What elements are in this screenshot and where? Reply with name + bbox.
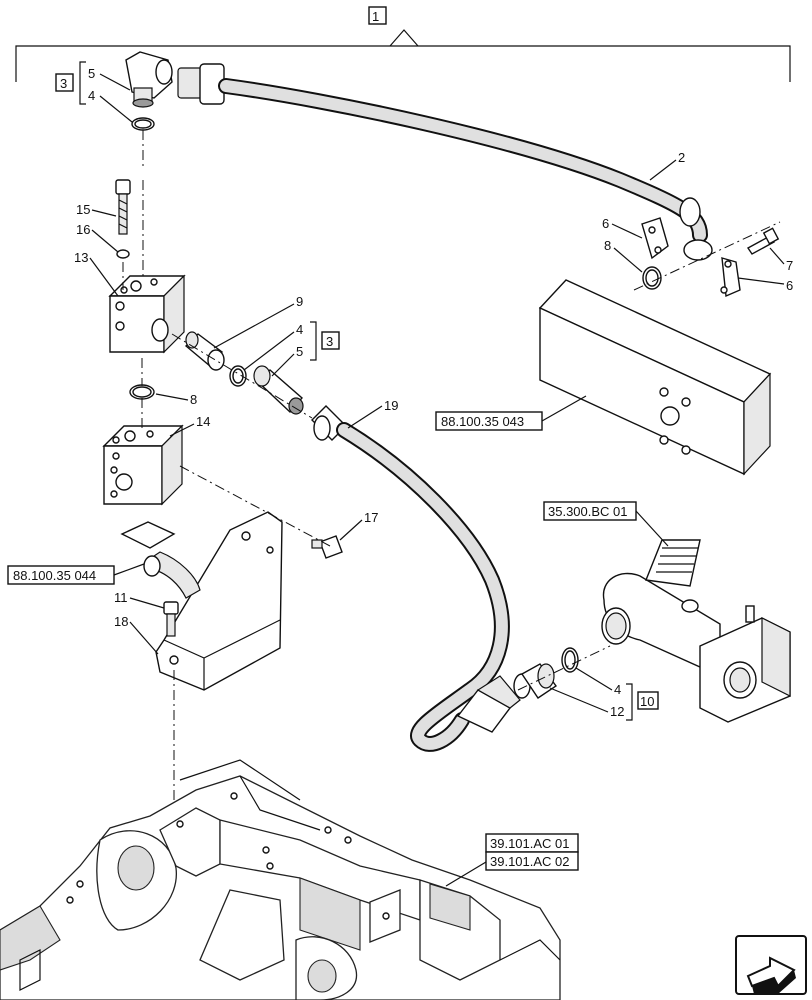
lower-hose — [311, 405, 521, 752]
washer-16 — [116, 249, 130, 259]
arrow-next-page-icon[interactable] — [735, 935, 807, 995]
callout-9: 9 — [296, 294, 303, 309]
callout-6-right: 6 — [786, 278, 793, 293]
callout-3-top: 3 — [60, 76, 67, 91]
flange-clamp-right — [720, 257, 741, 298]
callout-2: 2 — [678, 150, 685, 165]
callout-1: 1 — [372, 9, 379, 24]
bolt-15 — [115, 179, 131, 235]
callout-7: 7 — [786, 258, 793, 273]
callout-5-top: 5 — [88, 66, 95, 81]
o-ring-right — [642, 266, 662, 290]
callout-4-top: 4 — [88, 88, 95, 103]
callout-10: 10 — [640, 694, 654, 709]
callout-13: 13 — [74, 250, 88, 265]
adapter-9 — [184, 331, 225, 371]
flange-clamp-left — [641, 217, 669, 260]
svg-text:88.100.35 044: 88.100.35 044 — [13, 568, 96, 583]
callout-6-left: 6 — [602, 216, 609, 231]
bolt-17 — [311, 535, 343, 559]
callout-4-mid: 4 — [296, 322, 303, 337]
mounting-bracket — [155, 511, 283, 691]
plug-5-mid — [253, 365, 304, 415]
adapter-12 — [513, 663, 557, 699]
ref-39-101-ac[interactable]: 39.101.AC 01 39.101.AC 02 — [445, 833, 579, 887]
ref-88-100-35-043[interactable]: 88.100.35 043 — [435, 395, 587, 431]
ref-39-101-ac-01: 39.101.AC 01 — [490, 836, 570, 851]
callout-17: 17 — [364, 510, 378, 525]
valve-block-reference — [538, 279, 772, 476]
assembly-bracket: 1 — [15, 6, 791, 82]
svg-text:35.300.BC 01: 35.300.BC 01 — [548, 504, 628, 519]
flange-fitting — [120, 521, 201, 599]
elbow-fitting — [125, 51, 173, 131]
callout-8-right: 8 — [604, 238, 611, 253]
callout-15: 15 — [76, 202, 90, 217]
ref-39-101-ac-02: 39.101.AC 02 — [490, 854, 570, 869]
o-ring-8-left — [129, 384, 155, 400]
bolt-7 — [746, 227, 780, 255]
callout-19: 19 — [384, 398, 398, 413]
svg-text:88.100.35 043: 88.100.35 043 — [441, 414, 524, 429]
upper-hose: 2 — [177, 63, 713, 261]
callout-3-mid: 3 — [326, 334, 333, 349]
callout-16: 16 — [76, 222, 90, 237]
ref-88-100-35-044[interactable]: 88.100.35 044 — [7, 563, 145, 585]
callout-18: 18 — [114, 614, 128, 629]
callout-8-left: 8 — [190, 392, 197, 407]
callout-5-mid: 5 — [296, 344, 303, 359]
o-ring-4-mid — [229, 365, 247, 387]
callout-group-3-top: 3 5 4 — [55, 61, 133, 123]
callout-14: 14 — [196, 414, 210, 429]
o-ring-4-right — [561, 647, 579, 673]
machine-frame — [0, 759, 561, 1000]
valve-block-14 — [102, 424, 184, 506]
valve-block-13 — [108, 274, 186, 354]
ref-35-300-bc-01[interactable]: 35.300.BC 01 — [543, 501, 669, 547]
callout-11: 11 — [114, 590, 128, 605]
callout-4-right: 4 — [614, 682, 621, 697]
valve-body — [601, 539, 791, 723]
callout-12: 12 — [610, 704, 624, 719]
